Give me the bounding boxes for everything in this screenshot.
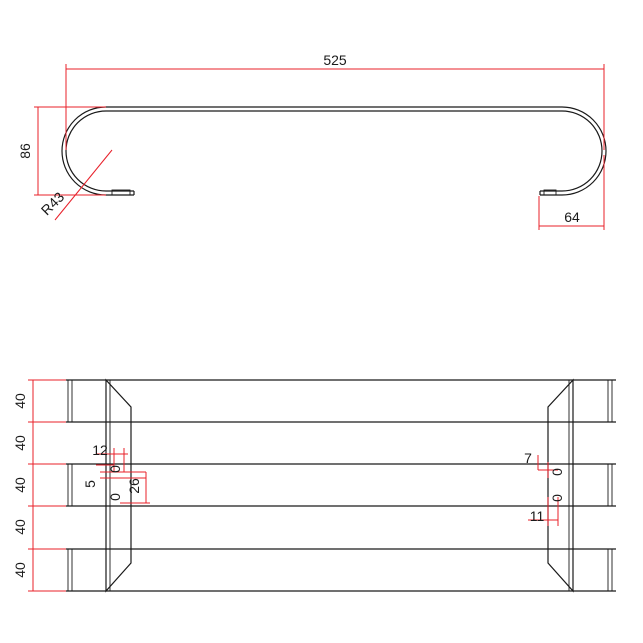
hole-spacing-label: 11 (530, 508, 545, 524)
hole-dimensions-right: 7 11 0 0 (524, 450, 565, 526)
slat-dimensions: 40 40 40 40 40 (12, 379, 66, 592)
slat-height-label: 40 (12, 393, 28, 409)
hole-marker: 0 (549, 494, 565, 502)
slat-height-label: 40 (12, 562, 28, 578)
hole-offset-label: 7 (524, 450, 532, 466)
dimension-length: 525 (65, 52, 605, 150)
hole-dimensions-left: 12 5 26 0 0 (82, 442, 150, 504)
slat-height-label: 40 (12, 477, 28, 493)
dimension-radius-label: R43 (38, 189, 68, 219)
dimension-flange: 64 (538, 155, 605, 230)
slat-height-label: 40 (12, 435, 28, 451)
dimension-radius: R43 (38, 149, 113, 221)
dimension-flange-label: 64 (564, 209, 580, 225)
hole-offset-label: 5 (82, 480, 98, 488)
flange-slot-left (111, 189, 131, 196)
flange-slot-right (543, 189, 557, 196)
dimension-length-label: 525 (323, 52, 347, 68)
hole-marker: 0 (107, 465, 123, 473)
bracket-left (105, 378, 132, 593)
dimension-height-label: 86 (17, 143, 33, 159)
dimension-height: 86 (17, 106, 106, 196)
plan-view: 40 40 40 40 40 12 5 26 0 0 (12, 378, 616, 593)
hole-marker: 0 (549, 468, 565, 476)
profile-outer (61, 106, 607, 196)
hole-width-label: 26 (126, 478, 142, 494)
bracket-right (547, 378, 574, 593)
hole-spacing-label: 12 (92, 442, 108, 458)
slat-height-label: 40 (12, 519, 28, 535)
hole-marker: 0 (107, 493, 123, 501)
profile-inner (65, 110, 603, 192)
side-view: 525 86 R43 64 (17, 52, 607, 230)
